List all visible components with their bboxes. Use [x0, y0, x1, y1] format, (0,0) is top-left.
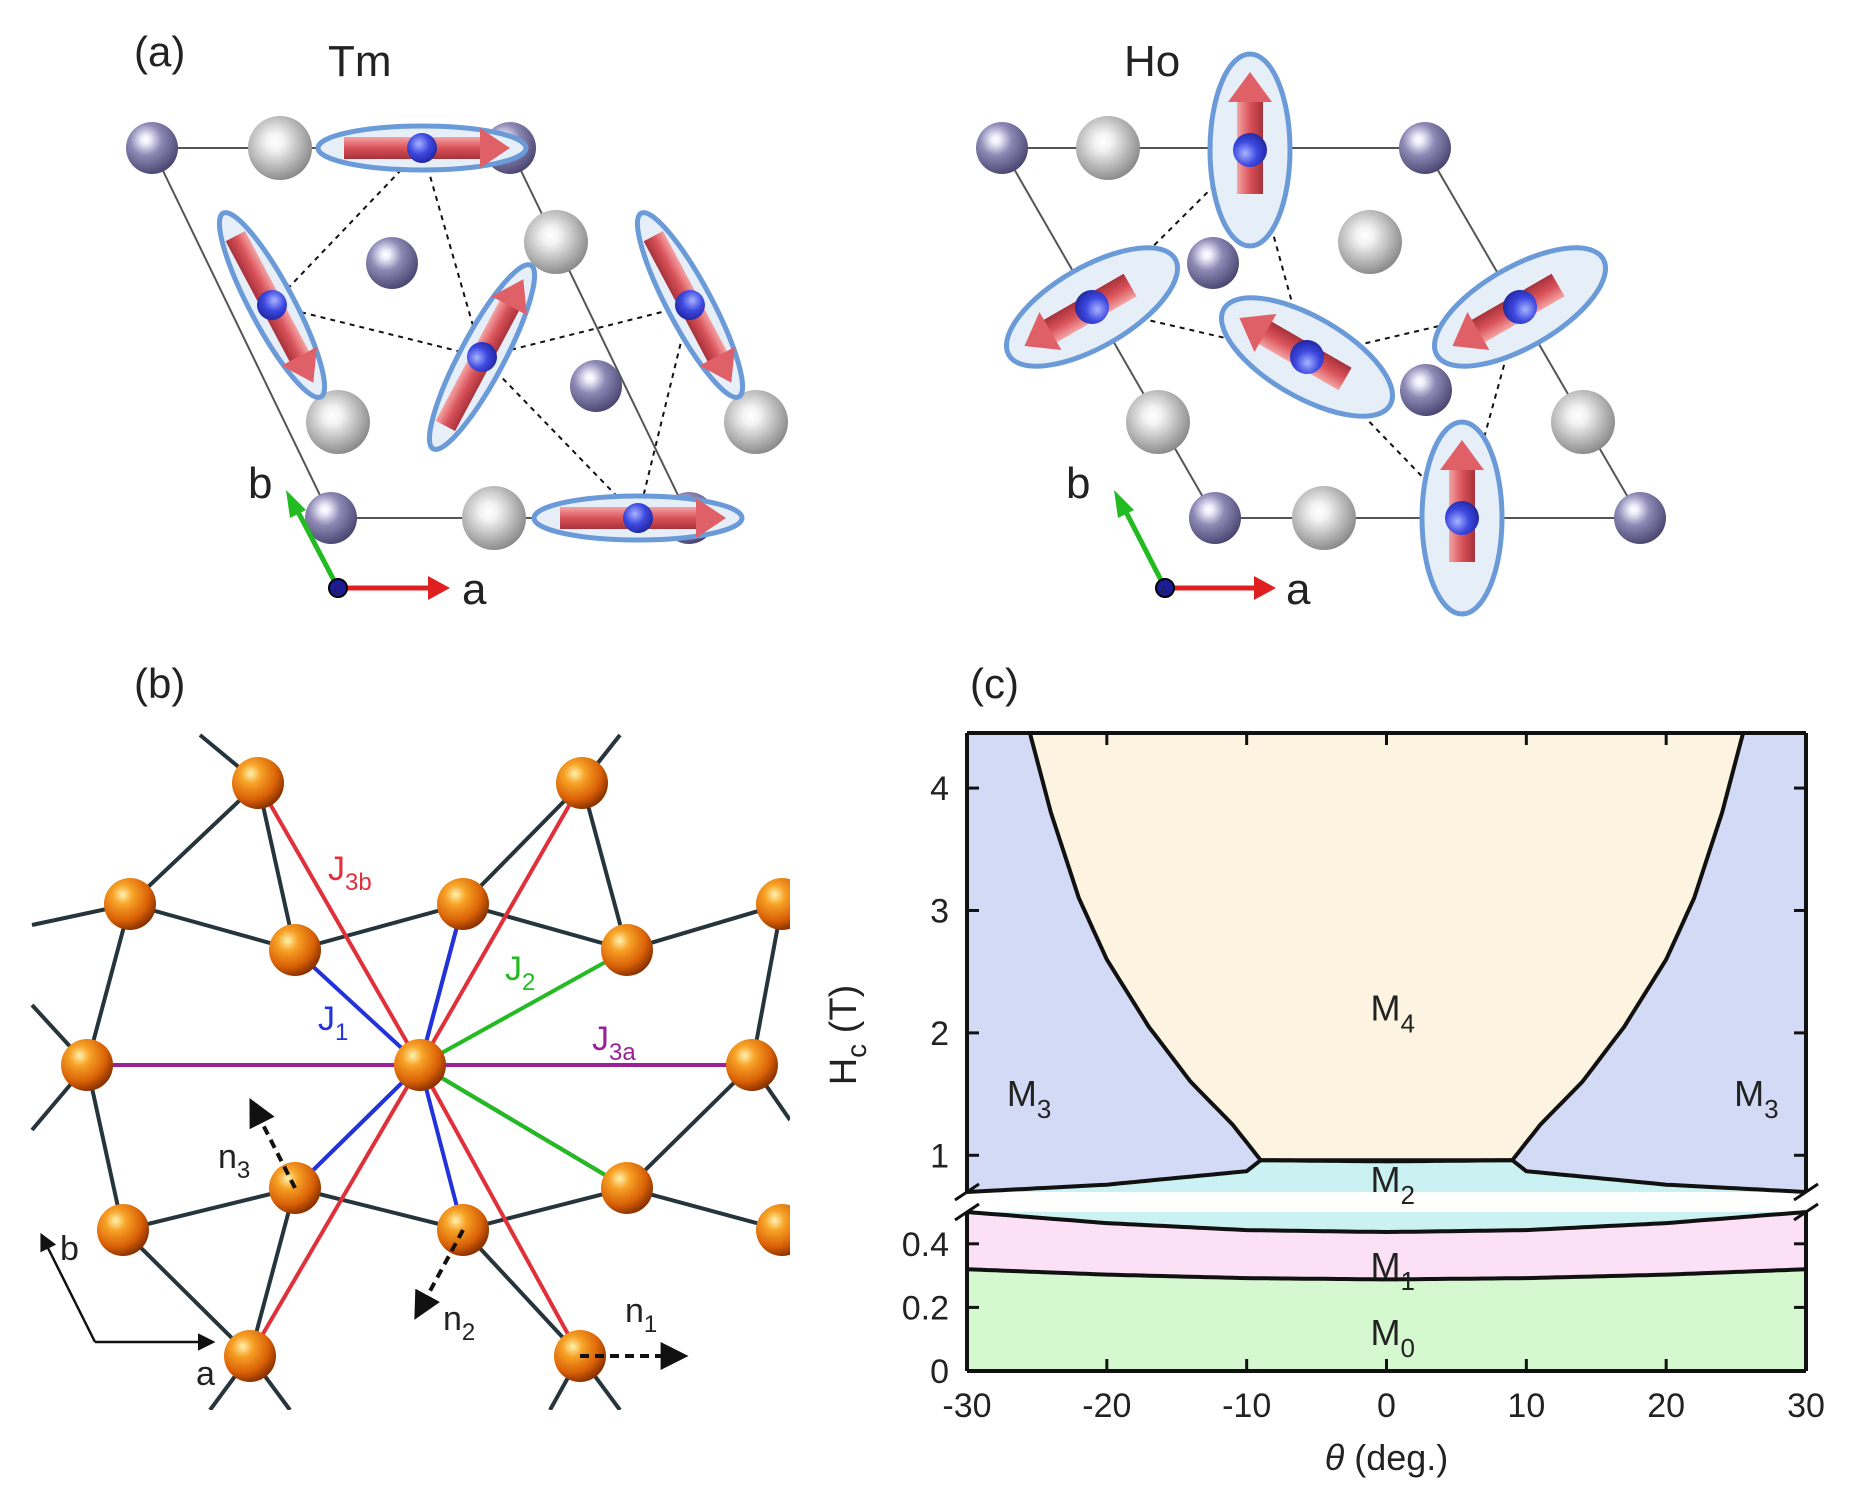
- exchange-bonds: [87, 782, 752, 1358]
- ho-structure: Ho: [976, 37, 1666, 617]
- phase-diagram: -30 -20 -10 0 10 20 30 1 2 3 4 0 0.2 0.4M0 M1 M2 M3 M3 M4 θ…: [823, 731, 1825, 1478]
- n1-sub: 1: [644, 1311, 657, 1338]
- a-axis-label: a: [462, 565, 487, 614]
- grey-atoms: [248, 116, 788, 550]
- j3a-main: J: [592, 1020, 609, 1058]
- lattice-a-label: a: [196, 1355, 215, 1393]
- tm-structure: Tm: [126, 37, 788, 614]
- axis-break-mark: [954, 1202, 980, 1222]
- panel-c-label: (c): [970, 660, 1019, 707]
- phase-region-m0: [967, 1269, 1806, 1371]
- j1-main: J: [318, 1000, 335, 1038]
- c-axis-label: c: [334, 582, 340, 596]
- lattice-atoms: [61, 757, 808, 1382]
- phase-label-m4: M4: [1371, 987, 1415, 1038]
- x-tick-label: 10: [1507, 1387, 1545, 1425]
- b-axis-label: b: [1066, 459, 1090, 508]
- x-tick-label: -30: [942, 1387, 991, 1425]
- panel-a-label: (a): [134, 28, 185, 75]
- y-axis-label: Hc (T): [823, 985, 872, 1086]
- n1-main: n: [625, 1292, 644, 1330]
- n3-main: n: [218, 1138, 237, 1176]
- j1-sub: 1: [335, 1019, 348, 1046]
- unit-cell-outline: [151, 147, 690, 519]
- panel-b: (b): [0, 660, 910, 1450]
- j3b-sub: 3b: [345, 869, 372, 896]
- j3b-label: J3b: [328, 850, 372, 896]
- phase-region-m2: [967, 1160, 1806, 1192]
- j1-label: J1: [318, 1000, 348, 1046]
- n2-main: n: [443, 1300, 462, 1338]
- n1-label: n1: [625, 1292, 657, 1338]
- tm-axes: c a b: [248, 459, 487, 614]
- phase-label-m3: M3: [1007, 1073, 1051, 1124]
- purple-atoms: [126, 122, 715, 544]
- phase-label-m0: M0: [1371, 1312, 1415, 1363]
- j2-label: J2: [505, 950, 535, 996]
- vector-labels: n3 n2 n1: [218, 1138, 657, 1346]
- lattice-axes: [40, 1232, 216, 1351]
- y-tick-label: 1: [930, 1137, 949, 1175]
- c-axis-label: c: [1161, 582, 1167, 596]
- j3b-main: J: [328, 850, 345, 888]
- x-tick-label: 20: [1647, 1387, 1685, 1425]
- phase-label-m1: M1: [1371, 1245, 1415, 1296]
- y-tick-label: 4: [930, 770, 949, 808]
- ho-spins: [1003, 51, 1609, 617]
- exchange-paths: [271, 147, 691, 519]
- y-tick-label: 2: [930, 1015, 949, 1053]
- j2-main: J: [505, 950, 522, 988]
- b-axis-label: b: [248, 459, 272, 508]
- y-tick-label: 0: [930, 1353, 949, 1391]
- boundary-m2-m3: [966, 1158, 1807, 1194]
- axis-break-mark: [1793, 1182, 1819, 1202]
- purple-atoms: [976, 122, 1666, 544]
- phase-label-m2: M2: [1371, 1159, 1415, 1210]
- x-tick-label: -10: [1222, 1387, 1271, 1425]
- tm-title: Tm: [328, 37, 392, 86]
- n3-label: n3: [218, 1138, 250, 1184]
- phase-label-m3: M3: [1734, 1073, 1778, 1124]
- y-tick-label: 0.2: [902, 1289, 949, 1327]
- axis-break-gap: [965, 1192, 1808, 1212]
- y-tick-label: 0.4: [902, 1226, 949, 1264]
- x-axis-label: θ (deg.): [1325, 1437, 1449, 1478]
- normal-vectors: [249, 1098, 689, 1370]
- n3-sub: 3: [237, 1157, 250, 1184]
- ho-axes: c a b: [1066, 459, 1311, 614]
- bond-labels: J3b J2 J1 J3a: [318, 850, 636, 1066]
- j3a-label: J3a: [592, 1020, 636, 1066]
- j3a-sub: 3a: [609, 1039, 636, 1066]
- ho-title: Ho: [1124, 37, 1180, 86]
- panel-a: (a) Tm: [126, 28, 1666, 617]
- tm-spins: [216, 123, 749, 543]
- phase-region-m4: [1029, 733, 1744, 1162]
- axis-break-mark: [1793, 1202, 1819, 1222]
- n2-sub: 2: [462, 1319, 475, 1346]
- y-tick-label: 3: [930, 892, 949, 930]
- j2-sub: 2: [522, 969, 535, 996]
- a-axis-label: a: [1286, 565, 1311, 614]
- panel-b-label: (b): [134, 660, 185, 707]
- lattice-b-label: b: [60, 1230, 79, 1268]
- x-tick-label: 30: [1787, 1387, 1825, 1425]
- grey-atoms: [1076, 116, 1615, 550]
- panel-c: (c) -30 -20 -10 0 10 20 30 1 2 3 4 0 0.2 0.4M0 M1 M2 M3 M…: [823, 660, 1825, 1478]
- axis-break-mark: [954, 1182, 980, 1202]
- n2-label: n2: [443, 1300, 475, 1346]
- x-tick-label: -20: [1082, 1387, 1131, 1425]
- boundary-m0-m1: [966, 1267, 1807, 1282]
- boundary-m1-m2: [966, 1210, 1807, 1235]
- x-tick-label: 0: [1377, 1387, 1396, 1425]
